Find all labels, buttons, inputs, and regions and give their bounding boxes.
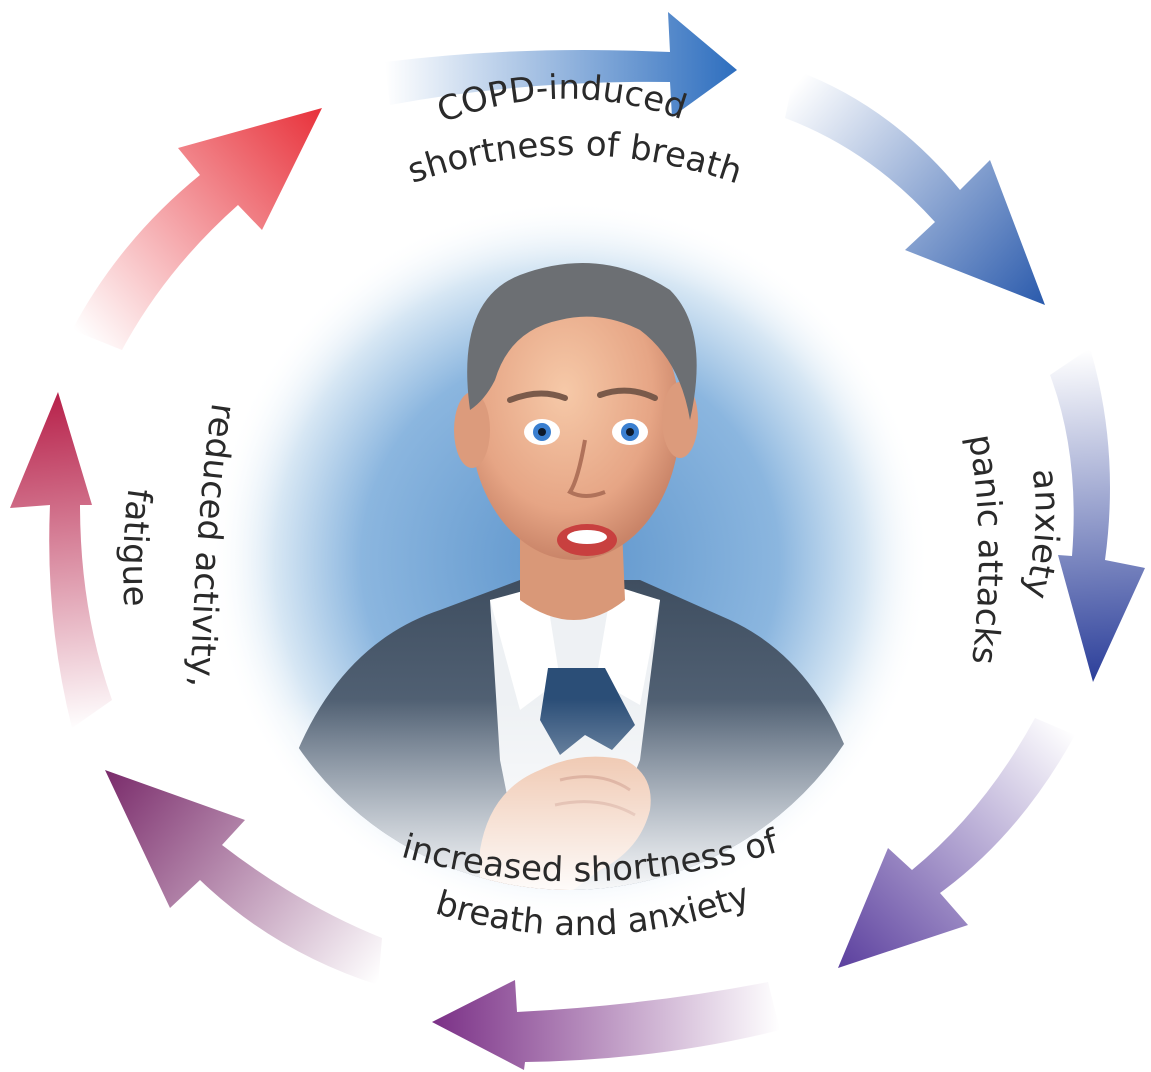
arrow-top-left [72, 108, 322, 350]
arrow-bottom-right [838, 718, 1075, 968]
arrow-top-right [785, 70, 1045, 305]
arrow-top [385, 12, 737, 117]
arrow-right [1050, 348, 1145, 682]
stage-anxiety-line2: panic attacks [960, 431, 1010, 666]
arrow-bottom-left [105, 770, 382, 985]
stage-anxiety-line1: anxiety [1016, 467, 1067, 603]
center-illustration [210, 200, 930, 920]
arrow-left [10, 392, 112, 728]
arrow-bottom [432, 980, 780, 1070]
stage-copd-line2: shortness of breath [403, 124, 747, 192]
cycle-arrows [10, 12, 1145, 1070]
stage-reduced-line2: fatigue [114, 486, 159, 607]
stage-anxiety: anxiety panic attacks [960, 431, 1067, 666]
